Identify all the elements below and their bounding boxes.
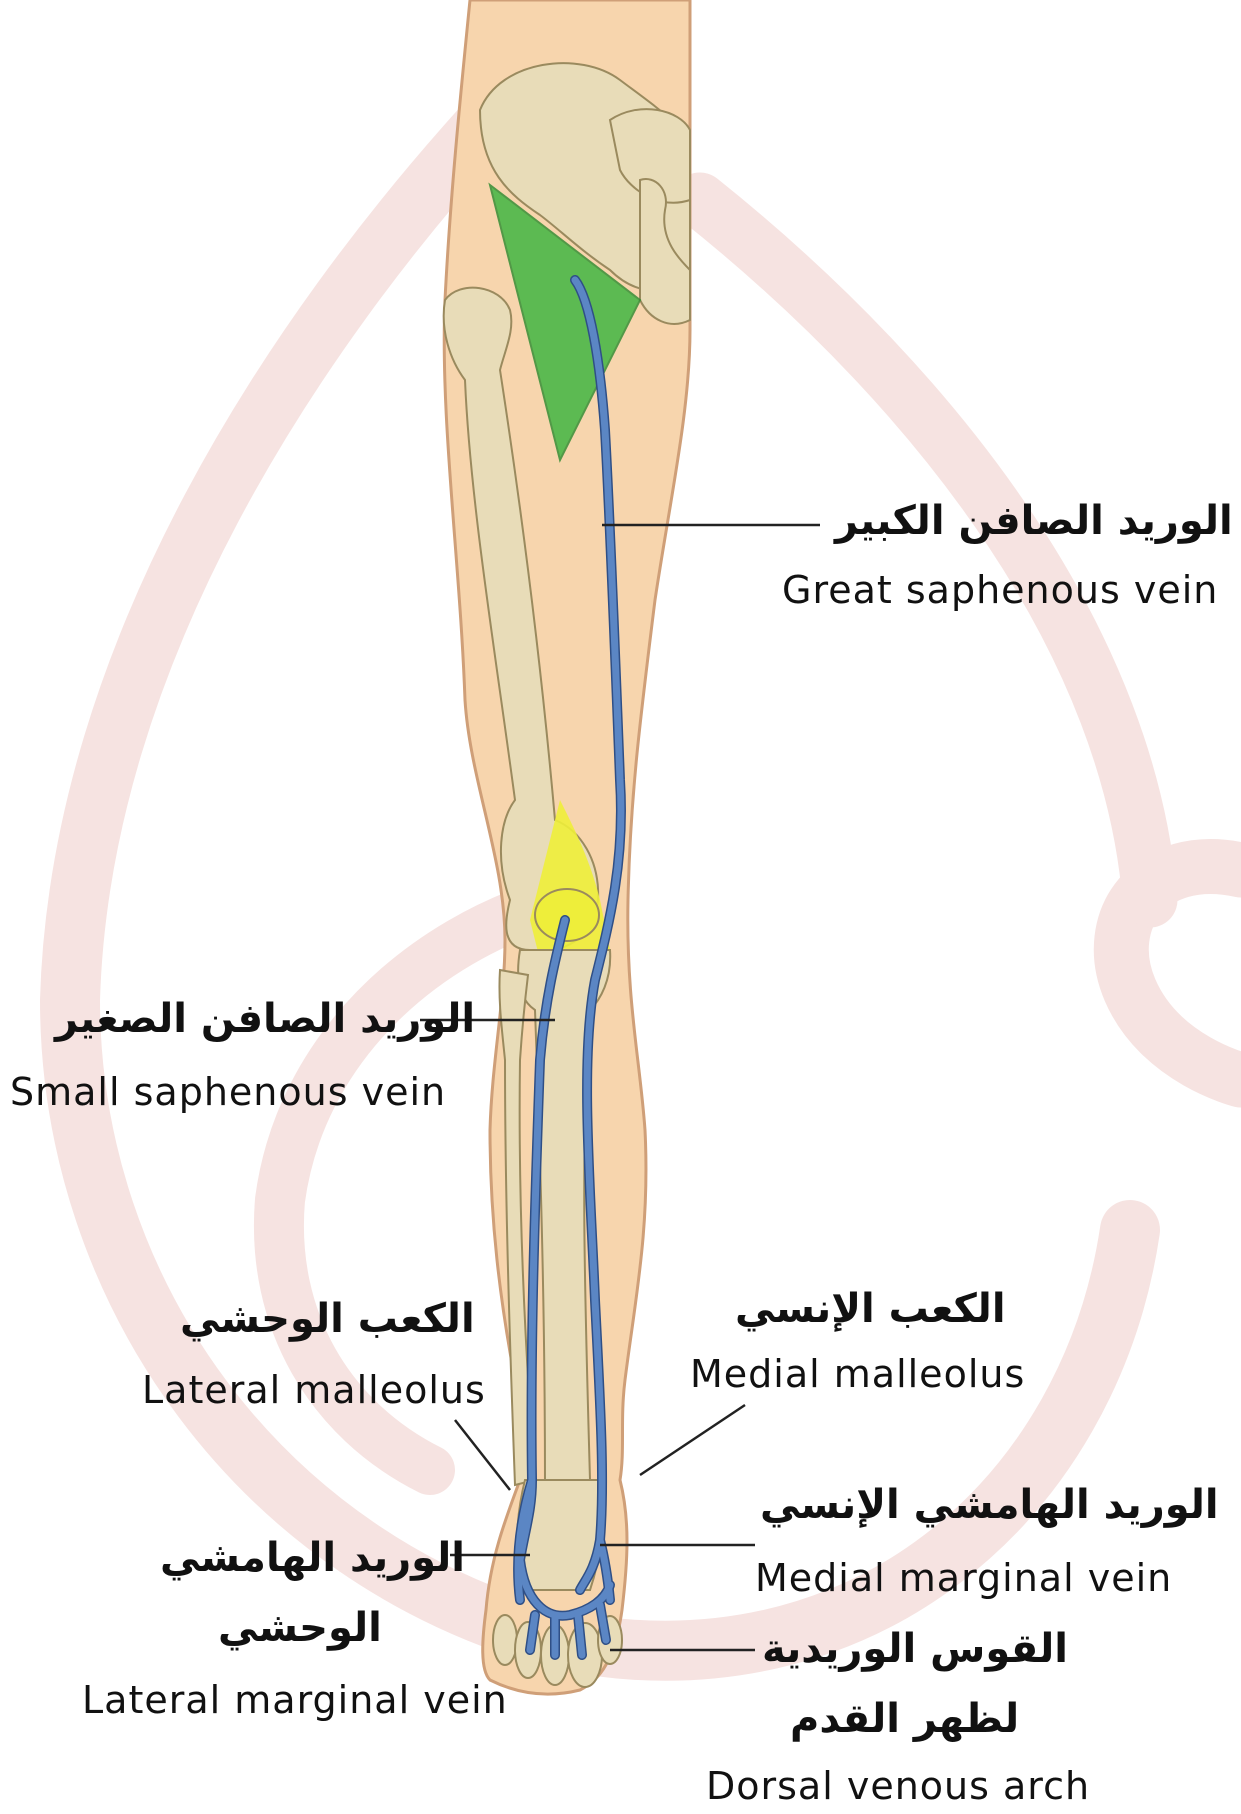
leader-medial-malleolus: [640, 1405, 745, 1475]
label-small-saphenous-ar: الوريد الصافن الصغير: [55, 996, 475, 1042]
label-great-saphenous-ar: الوريد الصافن الكبير: [835, 498, 1233, 544]
label-medial-marginal-ar: الوريد الهامشي الإنسي: [760, 1482, 1219, 1528]
label-dorsal-arch-ar-line2: لظهر القدم: [790, 1696, 1019, 1742]
label-medial-malleolus-en: Medial malleolus: [690, 1352, 1025, 1396]
label-lateral-marginal-en: Lateral marginal vein: [82, 1678, 508, 1722]
label-medial-marginal-en: Medial marginal vein: [755, 1556, 1172, 1600]
label-lateral-malleolus-en: Lateral malleolus: [142, 1368, 486, 1412]
leader-lateral-malleolus: [455, 1420, 510, 1490]
label-dorsal-arch-ar-line1: القوس الوريدية: [762, 1626, 1068, 1672]
label-medial-malleolus-ar: الكعب الإنسي: [735, 1286, 1006, 1332]
patella-bone: [535, 889, 599, 941]
label-lateral-malleolus-ar: الكعب الوحشي: [180, 1296, 475, 1342]
label-lateral-marginal-ar-line2: الوحشي: [218, 1605, 382, 1651]
label-dorsal-arch-en: Dorsal venous arch: [706, 1764, 1090, 1808]
label-lateral-marginal-ar-line1: الوريد الهامشي: [160, 1535, 465, 1581]
label-small-saphenous-en: Small saphenous vein: [10, 1070, 446, 1114]
label-great-saphenous-en: Great saphenous vein: [782, 568, 1218, 612]
